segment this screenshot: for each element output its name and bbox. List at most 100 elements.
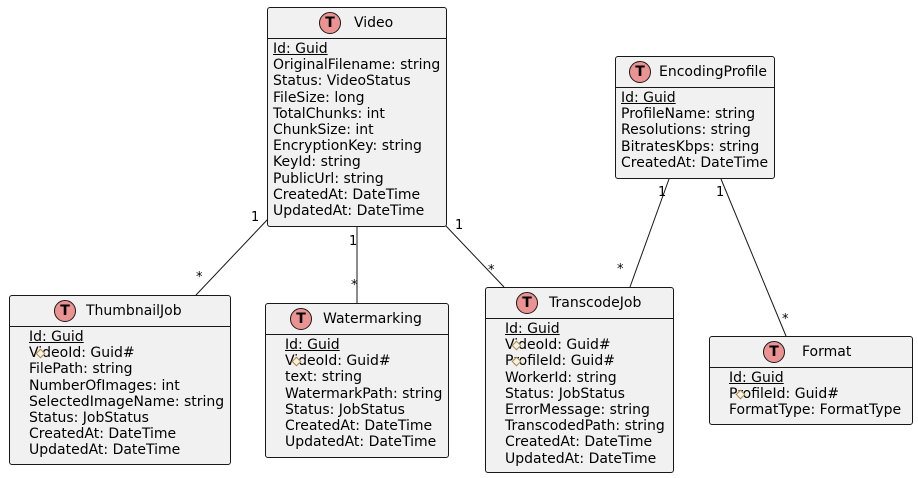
attribute-text: ProfileId: Guid#	[729, 386, 839, 403]
attribute: FileSize: long	[273, 90, 446, 106]
attribute-text: Id: Guid	[729, 370, 784, 386]
attribute: CreatedAt: DateTime	[273, 187, 446, 203]
attribute-text: EncryptionKey: string	[273, 138, 422, 155]
attribute-text: CreatedAt: DateTime	[273, 186, 421, 203]
attribute-text: text: string	[285, 369, 362, 386]
attribute-text: Status: JobStatus	[285, 401, 405, 418]
attribute-text: ProfileId: Guid#	[505, 353, 615, 370]
table-icon: T	[516, 292, 538, 314]
attribute: UpdatedAt: DateTime	[29, 442, 230, 458]
attribute-text: NumberOfImages: int	[29, 377, 180, 394]
attribute-text: Id: Guid	[505, 321, 560, 337]
attribute-text: CreatedAt: DateTime	[29, 426, 177, 443]
multiplicity-label: 1	[455, 218, 464, 233]
attribute: ErrorMessage: string	[505, 402, 673, 418]
table-icon: T	[290, 308, 312, 330]
attribute-text: FilePath: string	[29, 361, 133, 378]
attribute: CreatedAt: DateTime	[285, 418, 448, 434]
entity-header: T Video	[268, 8, 446, 39]
attribute-text: CreatedAt: DateTime	[621, 154, 769, 171]
attribute-text: Id: Guid	[621, 90, 676, 106]
primary-key-attribute: Id: Guid	[273, 41, 446, 57]
attribute: ProfileName: string	[621, 106, 774, 122]
attribute: CreatedAt: DateTime	[505, 434, 673, 450]
primary-key-attribute: Id: Guid	[29, 329, 230, 345]
attribute-text: UpdatedAt: DateTime	[273, 203, 425, 220]
attribute: BitratesKbps: string	[621, 139, 774, 155]
attribute-text: OriginalFilename: string	[273, 57, 441, 74]
attribute: Status: VideoStatus	[273, 73, 446, 89]
table-icon: T	[629, 61, 651, 83]
attribute-text: SelectedImageName: string	[29, 393, 225, 410]
entity-header: T Format	[710, 337, 912, 368]
attribute-text: KeyId: string	[273, 154, 361, 171]
attribute: EncryptionKey: string	[273, 138, 446, 154]
multiplicity-label: 1	[349, 234, 358, 249]
multiplicity-label: 1	[658, 185, 667, 200]
multiplicity-label: *	[351, 278, 358, 293]
multiplicity-label: *	[782, 312, 789, 327]
foreign-key-attribute: ProfileId: Guid#	[505, 353, 673, 369]
foreign-key-attribute: VideoId: Guid#	[505, 337, 673, 353]
attribute-text: Resolutions: string	[621, 122, 751, 139]
attribute-text: WorkerId: string	[505, 369, 617, 386]
entity-name: Watermarking	[323, 311, 422, 327]
entity-name: TranscodeJob	[549, 295, 642, 311]
multiplicity-label: *	[488, 263, 495, 278]
attribute: WatermarkPath: string	[285, 386, 448, 402]
edge-encodingprofile-transcodejob	[629, 178, 670, 288]
attribute: text: string	[285, 369, 448, 385]
attribute-text: TotalChunks: int	[273, 105, 385, 122]
attribute-text: PublicUrl: string	[273, 170, 384, 187]
attribute: UpdatedAt: DateTime	[285, 434, 448, 450]
multiplicity-label: 1	[251, 210, 260, 225]
primary-key-attribute: Id: Guid	[621, 90, 774, 106]
attribute-text: Status: JobStatus	[505, 385, 625, 402]
primary-key-attribute: Id: Guid	[729, 370, 912, 386]
attribute-text: UpdatedAt: DateTime	[285, 434, 437, 451]
edge-video-transcodejob	[445, 225, 505, 288]
table-icon: T	[763, 341, 785, 363]
entity-header: T EncodingProfile	[616, 57, 774, 88]
entity-name: Format	[802, 344, 852, 360]
attribute-text: ProfileName: string	[621, 106, 756, 123]
attribute-text: TranscodedPath: string	[505, 418, 665, 435]
attribute-text: FormatType: FormatType	[729, 402, 902, 419]
foreign-key-attribute: VideoId: Guid#	[285, 353, 448, 369]
attribute-text: VideoId: Guid#	[29, 345, 135, 362]
multiplicity-label: *	[617, 262, 624, 277]
edge-encodingprofile-format	[720, 178, 787, 337]
attribute: PublicUrl: string	[273, 171, 446, 187]
attribute: CreatedAt: DateTime	[29, 426, 230, 442]
attribute: FilePath: string	[29, 361, 230, 377]
attribute: OriginalFilename: string	[273, 57, 446, 73]
attribute: UpdatedAt: DateTime	[505, 451, 673, 467]
attribute-text: BitratesKbps: string	[621, 138, 760, 155]
attribute-text: UpdatedAt: DateTime	[505, 450, 657, 467]
primary-key-attribute: Id: Guid	[505, 321, 673, 337]
attribute: Status: JobStatus	[285, 402, 448, 418]
edge-video-thumbnailjob	[195, 218, 269, 296]
foreign-key-attribute: ProfileId: Guid#	[729, 386, 912, 402]
entity-name: Video	[354, 15, 394, 31]
attribute-text: Id: Guid	[273, 41, 328, 57]
attribute: SelectedImageName: string	[29, 394, 230, 410]
entity-name: ThumbnailJob	[86, 303, 182, 319]
attribute-text: ErrorMessage: string	[505, 402, 650, 419]
attribute-text: Id: Guid	[29, 329, 84, 345]
attribute: Status: JobStatus	[29, 410, 230, 426]
table-icon: T	[319, 12, 341, 34]
attribute: TranscodedPath: string	[505, 418, 673, 434]
attribute-text: WatermarkPath: string	[285, 385, 443, 402]
attribute-text: UpdatedAt: DateTime	[29, 442, 181, 459]
